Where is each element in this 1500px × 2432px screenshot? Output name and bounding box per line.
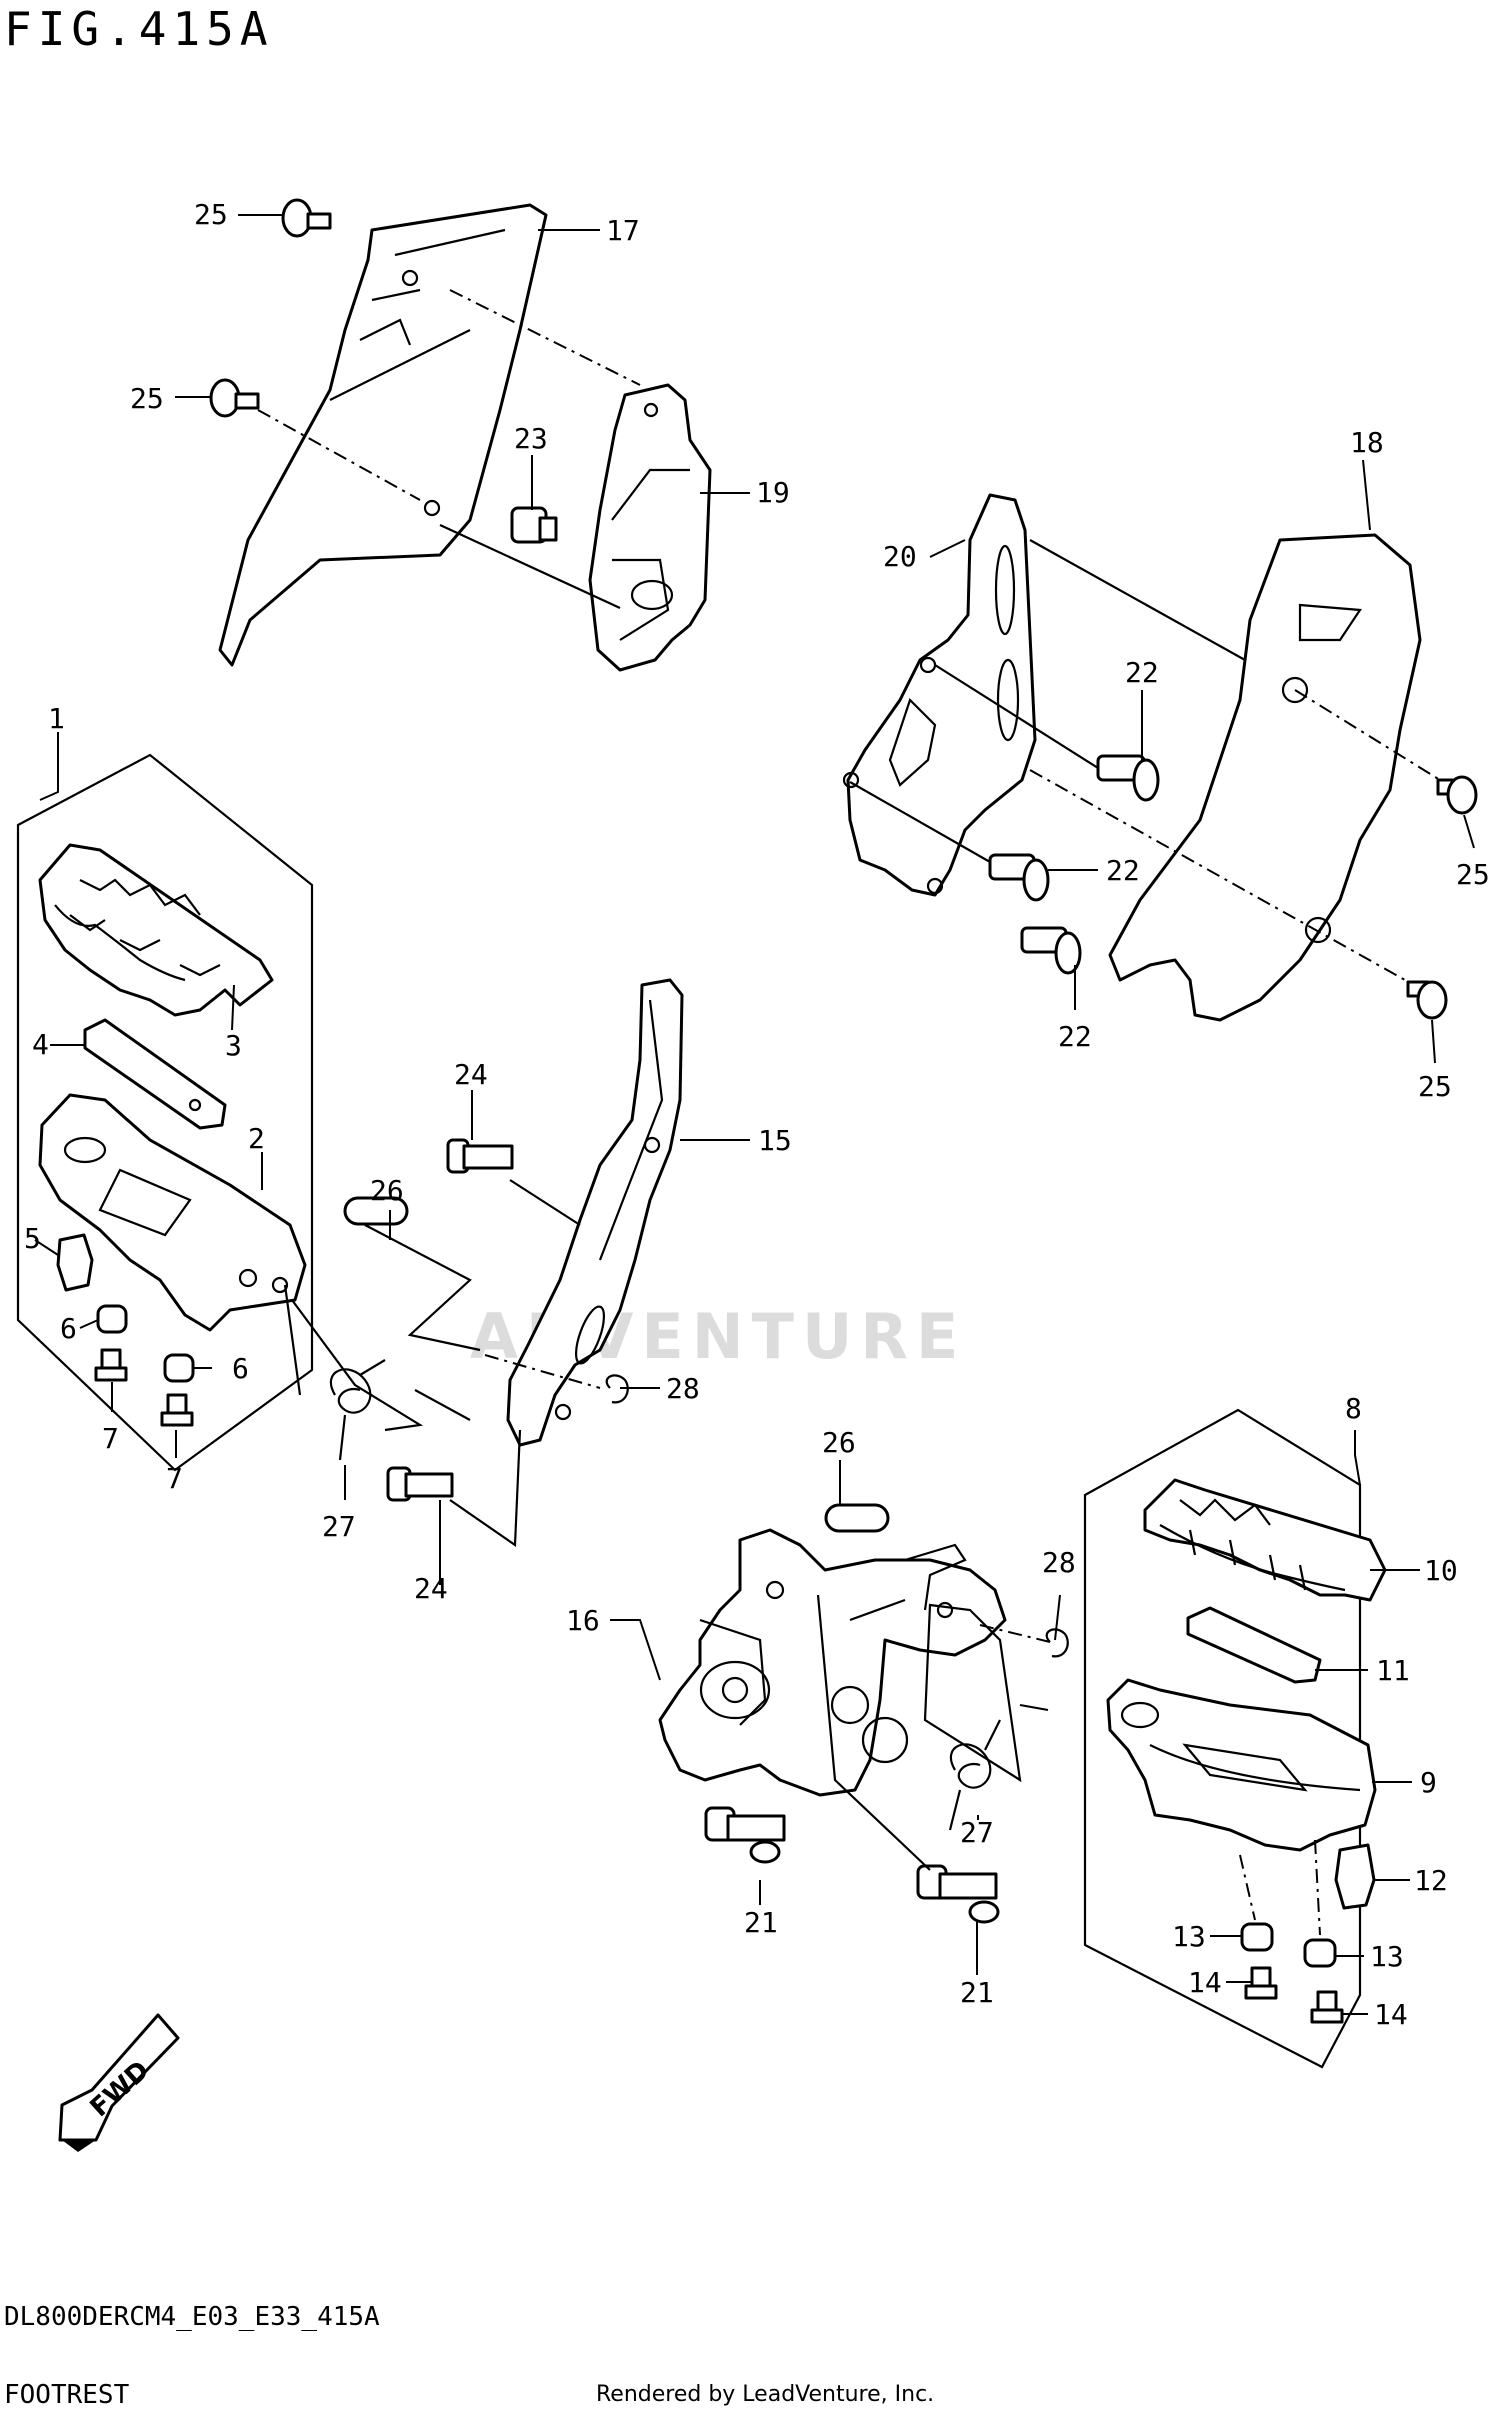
part-28-clip-b[interactable] (1045, 1628, 1069, 1658)
label-part-6-a[interactable]: 6 (60, 1312, 77, 1345)
label-part-21-b[interactable]: 21 (960, 1976, 994, 2009)
part-23-collar[interactable] (510, 506, 558, 544)
label-part-8[interactable]: 8 (1345, 1392, 1362, 1425)
label-part-27-a[interactable]: 27 (322, 1510, 356, 1543)
part-27-spring-a[interactable] (329, 1359, 386, 1461)
label-part-21-a[interactable]: 21 (744, 1906, 778, 1939)
label-part-9[interactable]: 9 (1420, 1766, 1437, 1799)
part-24-bolt-b[interactable] (386, 1466, 454, 1502)
part-24-bolt-a[interactable] (446, 1138, 514, 1174)
part-3-rubber-pad[interactable] (38, 843, 274, 1017)
part-25-screw-c[interactable] (1436, 775, 1478, 815)
part-17-bracket-cover[interactable] (218, 203, 548, 667)
figure-title: FIG.415A (4, 2, 274, 56)
part-10-rubber-pad[interactable] (1143, 1478, 1387, 1602)
label-part-7-b[interactable]: 7 (166, 1462, 183, 1495)
part-7-bolt-b[interactable] (160, 1393, 194, 1427)
label-part-27-b[interactable]: 27 (960, 1816, 994, 1849)
part-5-stopper[interactable] (56, 1233, 94, 1292)
part-22-bolt-a[interactable] (1096, 754, 1160, 802)
label-part-26-b[interactable]: 26 (822, 1426, 856, 1459)
part-21-bolt-b[interactable] (916, 1864, 1000, 1924)
part-21-bolt-a[interactable] (704, 1806, 786, 1864)
part-11-plate[interactable] (1186, 1606, 1322, 1684)
part-6-damper-b[interactable] (163, 1353, 195, 1383)
part-4-plate[interactable] (83, 1018, 227, 1130)
part-22-bolt-b[interactable] (988, 853, 1050, 902)
part-2-footrest[interactable] (38, 1093, 307, 1332)
label-part-1[interactable]: 1 (48, 702, 65, 735)
part-22-bolt-c[interactable] (1020, 926, 1082, 975)
part-26-pin-a[interactable] (343, 1196, 409, 1226)
part-26-pin-b[interactable] (824, 1503, 890, 1533)
part-27-spring-b[interactable] (948, 1719, 1001, 1831)
part-14-bolt-a[interactable] (1244, 1966, 1278, 2000)
label-part-16[interactable]: 16 (566, 1604, 600, 1637)
part-25-screw-d[interactable] (1406, 980, 1448, 1020)
part-12-stopper[interactable] (1334, 1843, 1376, 1910)
label-part-14-b[interactable]: 14 (1374, 1998, 1408, 2031)
label-part-23[interactable]: 23 (514, 422, 548, 455)
label-part-25-d[interactable]: 25 (1418, 1070, 1452, 1103)
label-part-10[interactable]: 10 (1424, 1554, 1458, 1587)
label-part-3[interactable]: 3 (225, 1029, 242, 1062)
label-part-24-a[interactable]: 24 (454, 1058, 488, 1091)
footer-credit: Rendered by LeadVenture, Inc. (596, 2382, 935, 2407)
label-part-25-b[interactable]: 25 (130, 382, 164, 415)
footer-section-name: FOOTREST (4, 2380, 130, 2410)
label-part-22-c[interactable]: 22 (1058, 1020, 1092, 1053)
label-part-25-c[interactable]: 25 (1456, 858, 1490, 891)
label-part-14-a[interactable]: 14 (1188, 1966, 1222, 1999)
part-16-footrest-bracket[interactable] (658, 1528, 1007, 1797)
part-25-screw-a[interactable] (281, 198, 332, 238)
part-15-footrest-bracket[interactable] (506, 978, 684, 1447)
label-part-6-b[interactable]: 6 (232, 1352, 249, 1385)
label-part-26-a[interactable]: 26 (370, 1174, 404, 1207)
part-6-damper-a[interactable] (96, 1304, 128, 1334)
label-part-17[interactable]: 17 (606, 214, 640, 247)
part-13-damper-b[interactable] (1303, 1938, 1337, 1968)
part-20-bracket[interactable] (842, 493, 1037, 897)
label-part-22-a[interactable]: 22 (1125, 656, 1159, 689)
label-part-13-a[interactable]: 13 (1172, 1920, 1206, 1953)
label-part-5[interactable]: 5 (24, 1222, 41, 1255)
part-14-bolt-b[interactable] (1310, 1990, 1344, 2024)
label-part-15[interactable]: 15 (758, 1124, 792, 1157)
label-part-13-b[interactable]: 13 (1370, 1940, 1404, 1973)
part-9-footrest[interactable] (1106, 1678, 1377, 1852)
part-1-footrest-assembly-outline[interactable] (16, 753, 314, 1472)
footer-drawing-code: DL800DERCM4_E03_E33_415A (4, 2302, 380, 2332)
label-part-28-a[interactable]: 28 (666, 1372, 700, 1405)
label-part-7-a[interactable]: 7 (102, 1422, 119, 1455)
part-28-clip-a[interactable] (605, 1374, 629, 1404)
label-part-24-b[interactable]: 24 (414, 1572, 448, 1605)
label-part-2[interactable]: 2 (248, 1122, 265, 1155)
part-13-damper-a[interactable] (1240, 1922, 1274, 1952)
label-part-25-a[interactable]: 25 (194, 198, 228, 231)
part-19-bracket[interactable] (588, 383, 712, 672)
label-part-20[interactable]: 20 (883, 540, 917, 573)
label-part-12[interactable]: 12 (1414, 1864, 1448, 1897)
label-part-18[interactable]: 18 (1350, 426, 1384, 459)
part-18-heel-guard[interactable] (1108, 533, 1422, 1022)
label-part-4[interactable]: 4 (32, 1028, 49, 1061)
part-8-footrest-assembly-outline[interactable] (1083, 1408, 1362, 2069)
label-part-11[interactable]: 11 (1376, 1654, 1410, 1687)
part-7-bolt-a[interactable] (94, 1348, 128, 1382)
label-part-22-b[interactable]: 22 (1106, 854, 1140, 887)
label-part-19[interactable]: 19 (756, 476, 790, 509)
label-part-28-b[interactable]: 28 (1042, 1546, 1076, 1579)
part-25-screw-b[interactable] (209, 378, 260, 418)
fwd-arrow-icon: FWD (58, 2013, 180, 2152)
